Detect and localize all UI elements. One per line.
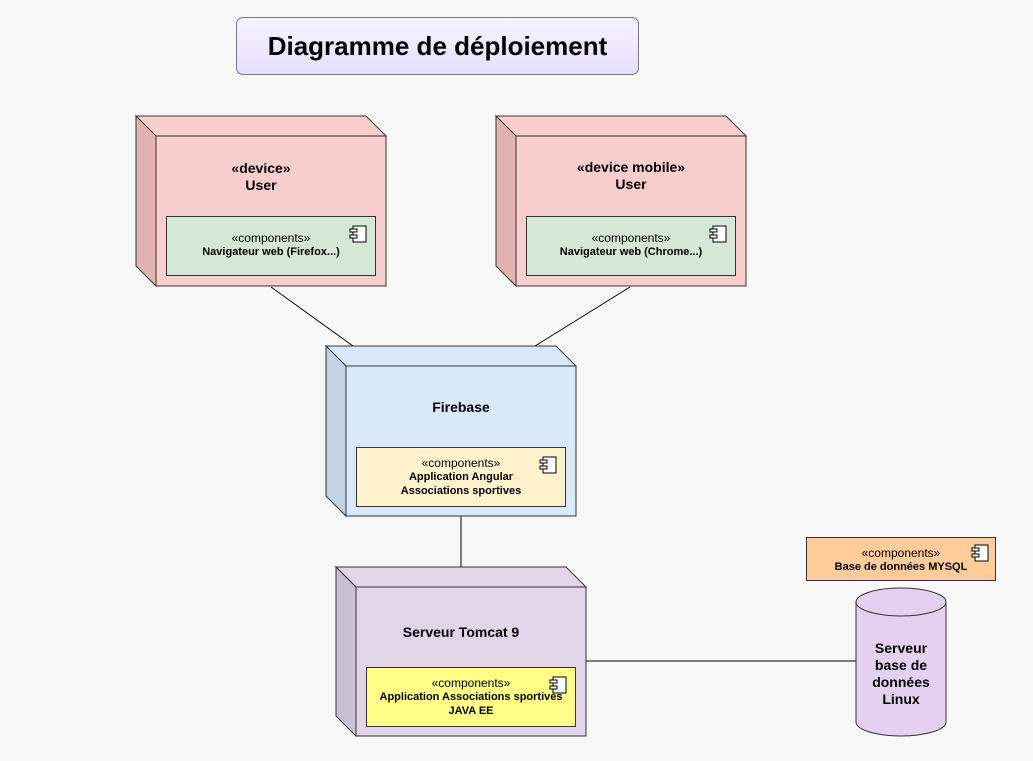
node-stereotype: «device» — [231, 160, 291, 176]
component-stereotype: «components» — [861, 546, 941, 560]
component-icon — [349, 225, 367, 243]
component-stereotype: «components» — [421, 456, 501, 470]
component-browser-chrome: «components» Navigateur web (Chrome...) — [526, 216, 736, 276]
component-browser-firefox: «components» Navigateur web (Firefox...) — [166, 216, 376, 276]
component-stereotype: «components» — [591, 231, 671, 245]
link-mobile-firebase — [534, 286, 631, 347]
diagram-title: Diagramme de déploiement — [236, 17, 639, 75]
component-icon — [971, 544, 989, 562]
node-name: Serveur Tomcat 9 — [402, 624, 520, 640]
node-name: Firebase — [432, 399, 490, 415]
component-icon — [539, 456, 557, 474]
link-user-firebase — [270, 286, 354, 347]
component-stereotype: «components» — [431, 676, 511, 690]
component-icon — [709, 225, 727, 243]
component-name-line1: Application Associations sportives — [379, 691, 563, 703]
component-name: Base de données MYSQL — [834, 561, 968, 573]
node-user-device-label: «device» User — [156, 160, 366, 194]
node-name: User — [615, 176, 647, 192]
node-user-mobile-label: «device mobile» User — [516, 159, 746, 193]
component-mysql: «components» Base de données MYSQL — [806, 537, 996, 581]
component-stereotype: «components» — [231, 231, 311, 245]
node-name: User — [245, 177, 277, 193]
database-label-line2: base de — [874, 657, 928, 673]
component-name-line2: JAVA EE — [448, 705, 494, 717]
component-java-app: «components» Application Associations sp… — [366, 667, 576, 727]
node-tomcat-label: Serveur Tomcat 9 — [346, 624, 576, 641]
component-name: Navigateur web (Chrome...) — [559, 246, 703, 258]
component-name-line2: Associations sportives — [400, 485, 522, 497]
component-name-line1: Application Angular — [408, 471, 514, 483]
database-label-line3: données — [872, 674, 930, 690]
database-cylinder — [855, 587, 947, 737]
node-stereotype: «device mobile» — [576, 159, 686, 175]
node-firebase-label: Firebase — [346, 399, 576, 416]
component-name: Navigateur web (Firefox...) — [202, 246, 340, 258]
database-label-line1: Serveur — [874, 640, 928, 656]
database-label: Serveur base de données Linux — [856, 640, 946, 708]
component-icon — [549, 676, 567, 694]
database-label-line4: Linux — [882, 691, 920, 707]
component-angular-app: «components» Application Angular Associa… — [356, 447, 566, 507]
